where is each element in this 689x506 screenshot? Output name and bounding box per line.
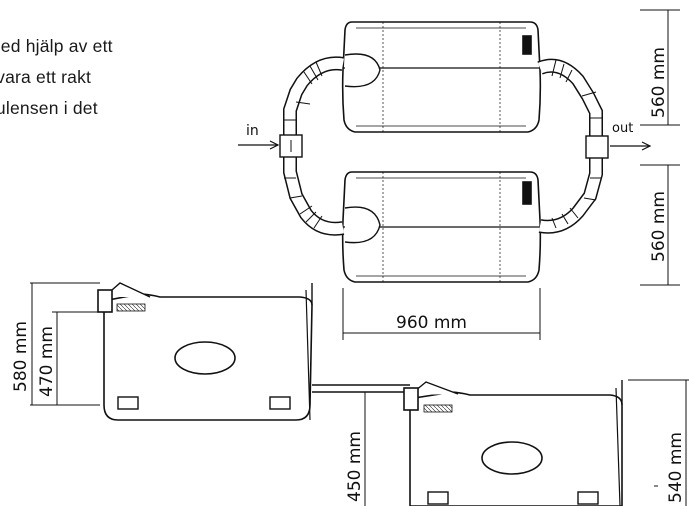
dim-right-height-label: 540 mm: [666, 432, 686, 503]
dim-elevation-label: 450 mm: [345, 431, 365, 502]
dim-side-body-label: 470 mm: [37, 326, 57, 397]
text-line-1: med hjälp av ett: [0, 36, 113, 56]
text-line-2: t vara ett rakt: [0, 67, 92, 87]
text-line-3: bulensen i det: [0, 98, 98, 118]
inlet-pipe-manifold: [279, 56, 345, 236]
dim-lines-top-view: [640, 9, 680, 286]
dim-bottom-height-label: 560 mm: [649, 191, 669, 262]
outlet-label: out: [612, 121, 633, 136]
inlet-arrow: [238, 140, 280, 150]
dim-width-label: 960 mm: [396, 313, 467, 333]
connecting-pipe: [312, 384, 410, 393]
dim-width-line: [342, 288, 541, 340]
top-unit-lower: [341, 171, 542, 283]
side-unit-left: [97, 282, 313, 421]
dim-side-total-label: 580 mm: [11, 321, 31, 392]
side-unit-right: [403, 380, 623, 506]
dim-line-right-height: [628, 379, 689, 506]
outlet-pipe-manifold: [537, 58, 609, 234]
top-unit-upper: [341, 21, 542, 133]
outlet-arrow: [610, 141, 652, 151]
dim-top-height-label: 560 mm: [649, 47, 669, 118]
manual-text-fragment: med hjälp av ett t vara ett rakt bulense…: [0, 36, 190, 146]
inlet-label: in: [246, 123, 259, 139]
dim-lines-side-left: [30, 282, 100, 406]
